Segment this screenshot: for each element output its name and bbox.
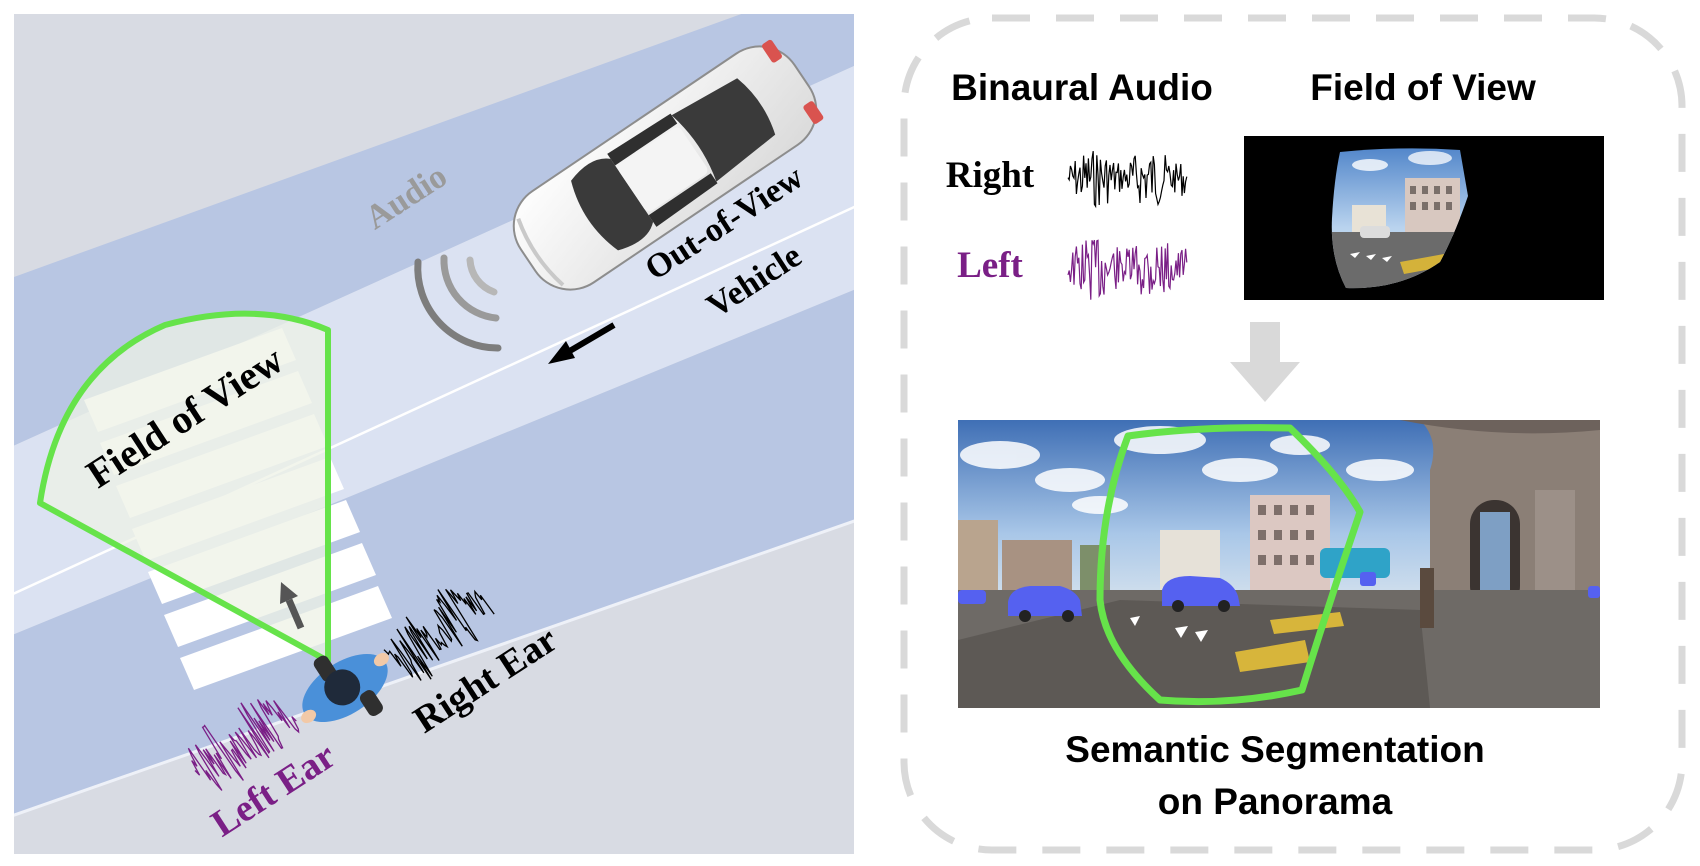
segmentation-title-line2: on Panorama: [1158, 781, 1393, 822]
vehicle-direction-arrow-icon: [548, 322, 616, 364]
sound-waves-icon: [414, 254, 502, 352]
right-ear-waveform: [383, 588, 495, 681]
down-arrow-icon: [1230, 322, 1300, 402]
binaural-audio-title: Binaural Audio: [951, 67, 1213, 108]
street-scene: Field of View Audio Out-of-View Vehi: [14, 14, 854, 854]
curb-line: [14, 519, 854, 817]
field-of-view-title: Field of View: [1310, 67, 1536, 108]
left-channel-waveform: [1067, 239, 1188, 300]
field-of-view-outline: [1096, 424, 1364, 706]
car-icon: [512, 39, 824, 291]
panorama-segmentation-image: [958, 420, 1600, 708]
segmentation-title-line1: Semantic Segmentation: [1065, 729, 1484, 770]
left-ear-waveform: [187, 699, 300, 791]
right-channel-label: Right: [946, 155, 1035, 196]
road-lane-near: [14, 289, 854, 816]
segmented-vehicles: [958, 572, 1600, 616]
field-of-view-image: [1244, 136, 1604, 300]
right-channel-waveform: [1067, 151, 1188, 209]
pedestrian-icon: [301, 652, 389, 724]
field-of-view-cone: [37, 310, 331, 664]
heading-arrow-icon: [280, 582, 305, 630]
left-channel-label: Left: [957, 245, 1023, 286]
